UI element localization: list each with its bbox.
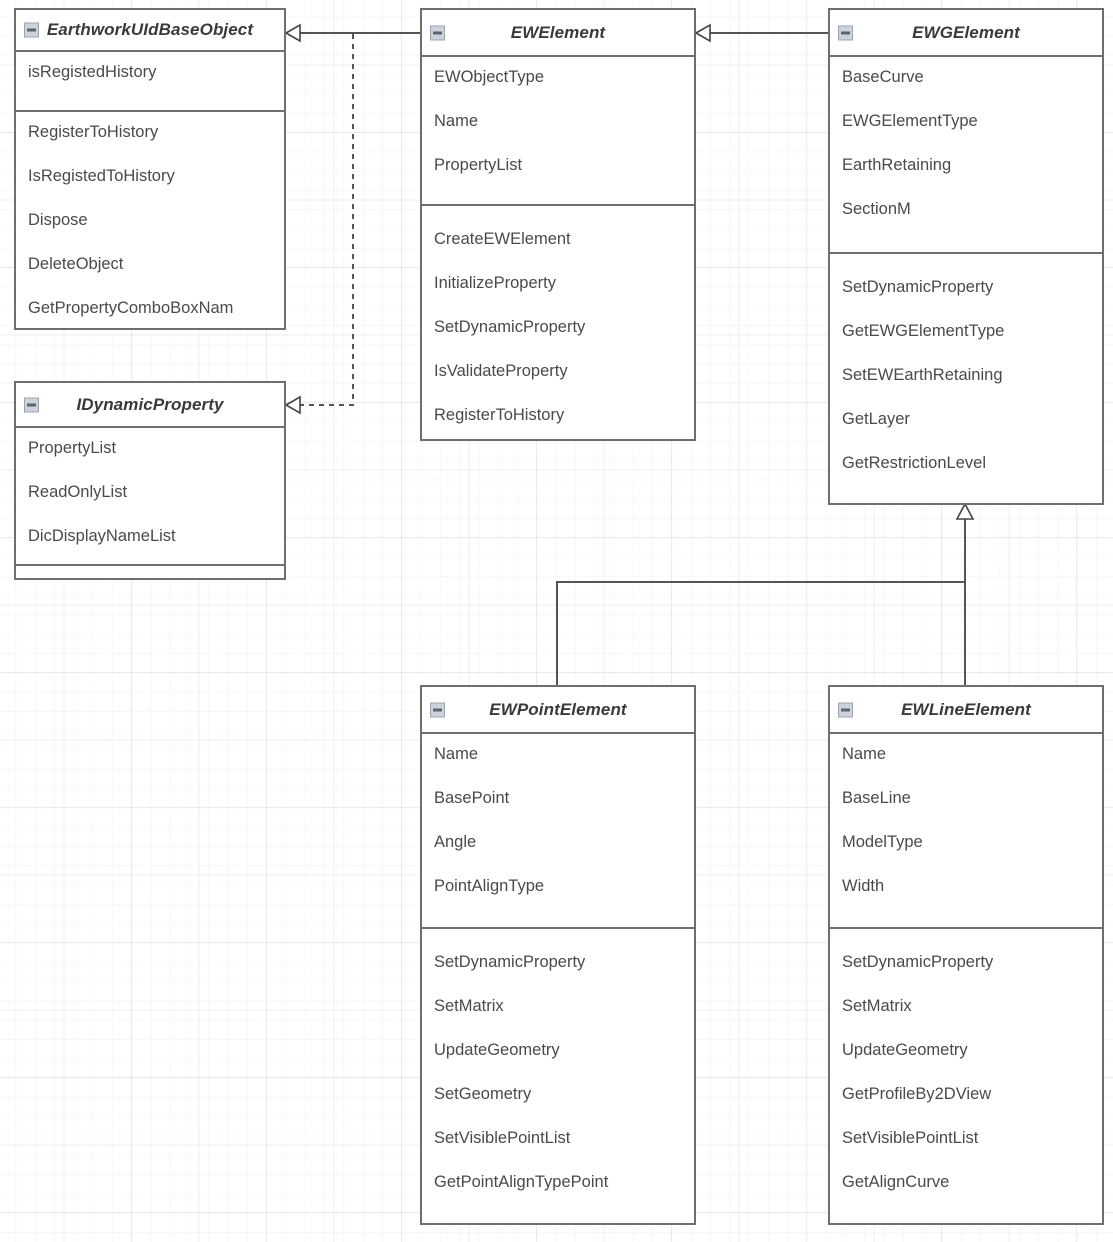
class-title: EarthworkUIdBaseObject [46,20,254,39]
attributes-compartment: BaseCurve EWGElementType EarthRetaining … [830,57,1102,252]
method-item: SetMatrix [434,997,504,1015]
collapse-minus-icon[interactable] [24,22,39,38]
class-header[interactable]: EWElement [422,10,694,57]
attributes-compartment: EWObjectType Name PropertyList [422,57,694,204]
attributes-compartment: isRegistedHistory [16,52,284,110]
class-header[interactable]: EWGElement [830,10,1102,57]
collapse-minus-icon[interactable] [838,25,853,40]
collapse-minus-icon[interactable] [838,702,853,717]
method-item: SetMatrix [842,997,912,1015]
attribute-item: BasePoint [434,789,510,807]
attributes-compartment: PropertyList ReadOnlyList DicDisplayName… [16,428,284,564]
attribute-item: isRegistedHistory [28,63,157,81]
attribute-item: Name [434,745,479,763]
class-header[interactable]: EWPointElement [422,687,694,734]
attribute-item: EWObjectType [434,68,545,86]
method-item: SetEWEarthRetaining [842,366,1003,384]
method-item: UpdateGeometry [434,1041,560,1059]
attribute-item: Name [434,112,479,130]
method-item: GetEWGElementType [842,322,1005,340]
attribute-item: EWGElementType [842,112,978,130]
method-item: GetPointAlignTypePoint [434,1173,609,1191]
class-title: EWPointElement [489,699,627,719]
attribute-item: SectionM [842,200,911,218]
collapse-minus-icon[interactable] [24,397,39,412]
method-item: IsRegistedToHistory [28,167,175,185]
class-title: EWGElement [912,22,1020,42]
method-item: GetAlignCurve [842,1173,950,1191]
class-box-ewelement[interactable]: EWElement EWObjectType Name PropertyList… [420,8,696,441]
class-header[interactable]: IDynamicProperty [16,383,284,428]
attribute-item: Angle [434,833,477,851]
attributes-compartment: Name BasePoint Angle PointAlignType [422,734,694,927]
class-title: IDynamicProperty [76,394,224,414]
attribute-item: PointAlignType [434,877,545,895]
method-item: SetDynamicProperty [434,953,586,971]
class-box-ewlineelement[interactable]: EWLineElement Name BaseLine ModelType Wi… [828,685,1104,1225]
method-item: GetRestrictionLevel [842,454,986,472]
methods-compartment [16,564,284,576]
method-item: SetDynamicProperty [434,318,586,336]
collapse-minus-icon[interactable] [430,25,445,40]
attribute-item: DicDisplayNameList [28,527,176,545]
attribute-item: PropertyList [434,156,523,174]
method-item: DeleteObject [28,255,124,273]
method-item: InitializeProperty [434,274,556,292]
methods-compartment: SetDynamicProperty SetMatrix UpdateGeome… [830,927,1102,1202]
method-item: UpdateGeometry [842,1041,968,1059]
attribute-item: PropertyList [28,439,117,457]
class-title: EWLineElement [901,699,1031,719]
method-item: Dispose [28,211,88,229]
class-box-idynamic-property[interactable]: IDynamicProperty PropertyList ReadOnlyLi… [14,381,286,580]
method-item: SetDynamicProperty [842,953,994,971]
method-item: SetGeometry [434,1085,532,1103]
class-box-ewpointelement[interactable]: EWPointElement Name BasePoint Angle Poin… [420,685,696,1225]
attribute-item: ReadOnlyList [28,483,128,501]
method-item: IsValidateProperty [434,362,568,380]
method-item: RegisterToHistory [434,406,565,424]
method-item: GetLayer [842,410,910,428]
class-title: EWElement [510,22,606,42]
attribute-item: EarthRetaining [842,156,952,174]
method-item: CreateEWElement [434,230,571,248]
method-item: SetDynamicProperty [842,278,994,296]
attributes-compartment: Name BaseLine ModelType Width [830,734,1102,927]
class-box-earthwork-uid-base-object[interactable]: EarthworkUIdBaseObject isRegistedHistory… [14,8,286,330]
methods-compartment: RegisterToHistory IsRegistedToHistory Di… [16,110,284,328]
methods-compartment: CreateEWElement InitializeProperty SetDy… [422,204,694,435]
methods-compartment: SetDynamicProperty GetEWGElementType Set… [830,252,1102,483]
method-item: SetVisiblePointList [842,1129,979,1147]
class-box-ewgelement[interactable]: EWGElement BaseCurve EWGElementType Eart… [828,8,1104,505]
collapse-minus-icon[interactable] [430,702,445,717]
attribute-item: BaseCurve [842,68,924,86]
attribute-item: ModelType [842,833,923,851]
class-header[interactable]: EWLineElement [830,687,1102,734]
method-item: SetVisiblePointList [434,1129,571,1147]
attribute-item: BaseLine [842,789,911,807]
method-item: GetPropertyComboBoxNam [28,299,234,317]
class-header[interactable]: EarthworkUIdBaseObject [16,10,284,52]
method-item: GetProfileBy2DView [842,1085,992,1103]
method-item: RegisterToHistory [28,123,159,141]
attribute-item: Width [842,877,885,895]
methods-compartment: SetDynamicProperty SetMatrix UpdateGeome… [422,927,694,1202]
attribute-item: Name [842,745,887,763]
